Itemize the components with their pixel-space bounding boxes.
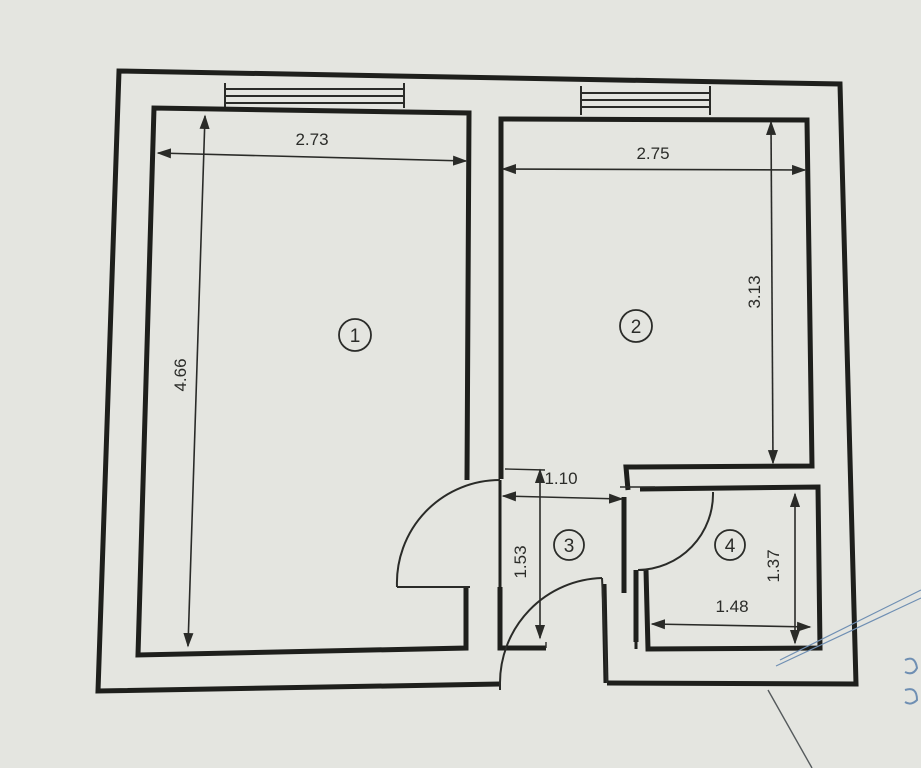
room-4-width-label: 1.48 [715, 597, 748, 616]
room-4-number: 4 [725, 536, 736, 557]
hall-length-label: 1.53 [511, 545, 530, 578]
hall-door [498, 577, 608, 690]
window-room-1 [224, 81, 405, 108]
room-1-marker: 1 [338, 318, 372, 352]
window-room-2 [580, 85, 711, 115]
room-1-door [395, 479, 502, 588]
pen-marks [767, 589, 921, 768]
room-1-wall [135, 105, 472, 658]
room-2-number: 2 [631, 317, 642, 338]
room-2-wall [498, 116, 815, 491]
room-3-marker: 3 [553, 529, 585, 561]
hall-left-wall [497, 587, 546, 651]
room-4-marker: 4 [714, 529, 746, 561]
room-4-door [637, 491, 715, 571]
room-1-length-label: 4.66 [171, 358, 190, 391]
dimension-lines [156, 114, 812, 648]
hall-width-label: 1.10 [544, 469, 577, 488]
room-1-width-label: 2.73 [295, 130, 328, 149]
room-2-length-label: 3.13 [745, 275, 764, 308]
room-4-wall [639, 484, 823, 652]
room-4-length-label: 1.37 [764, 549, 783, 582]
outer-wall [95, 68, 859, 694]
room-3-number: 3 [564, 536, 575, 557]
room-2-marker: 2 [619, 309, 653, 343]
room-1-number: 1 [350, 326, 361, 347]
room-2-width-label: 2.75 [636, 144, 669, 163]
